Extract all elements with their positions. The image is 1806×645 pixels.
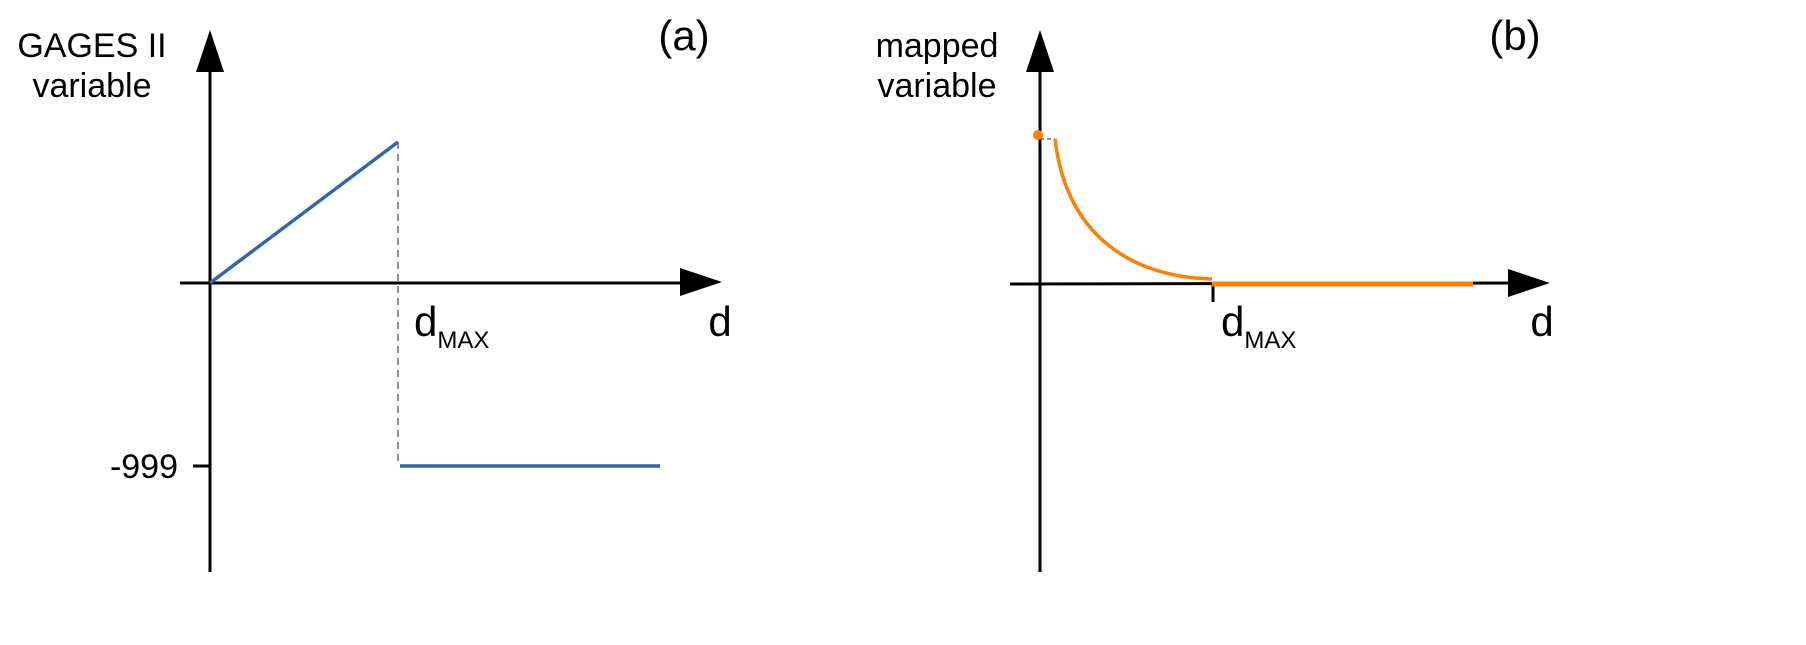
dmax-sub: MAX: [437, 327, 489, 354]
y-axis-arrowhead: [1026, 30, 1054, 72]
panel-a: GAGES II variable (a) d -999 dMAX: [17, 12, 732, 572]
y-axis-label-line1: GAGES II: [17, 27, 166, 65]
x-axis-arrowhead: [680, 268, 722, 296]
x-axis-arrowhead: [1508, 269, 1550, 297]
panel-tag: (b): [1489, 12, 1540, 59]
dmax-main: d: [1221, 298, 1244, 345]
decay-curve: [1053, 138, 1213, 281]
x-axis-label: d: [1530, 298, 1553, 345]
linear-segment: [208, 140, 400, 285]
y-intercept-point: [1033, 130, 1043, 140]
dmax-label: dMAX: [1221, 298, 1296, 354]
x-axis-label: d: [708, 298, 731, 345]
y-axis-label-line2: variable: [877, 67, 996, 105]
y-axis-label-line2: variable: [32, 67, 151, 105]
dmax-sub: MAX: [1244, 327, 1296, 354]
panel-b: mapped variable (b) d dMAX: [876, 12, 1554, 572]
y-axis-arrowhead: [196, 30, 224, 72]
ytick-label: -999: [110, 448, 178, 486]
dmax-label: dMAX: [414, 298, 489, 354]
dmax-main: d: [414, 298, 437, 345]
y-axis-label-line1: mapped: [876, 27, 999, 65]
panel-tag: (a): [658, 12, 709, 59]
